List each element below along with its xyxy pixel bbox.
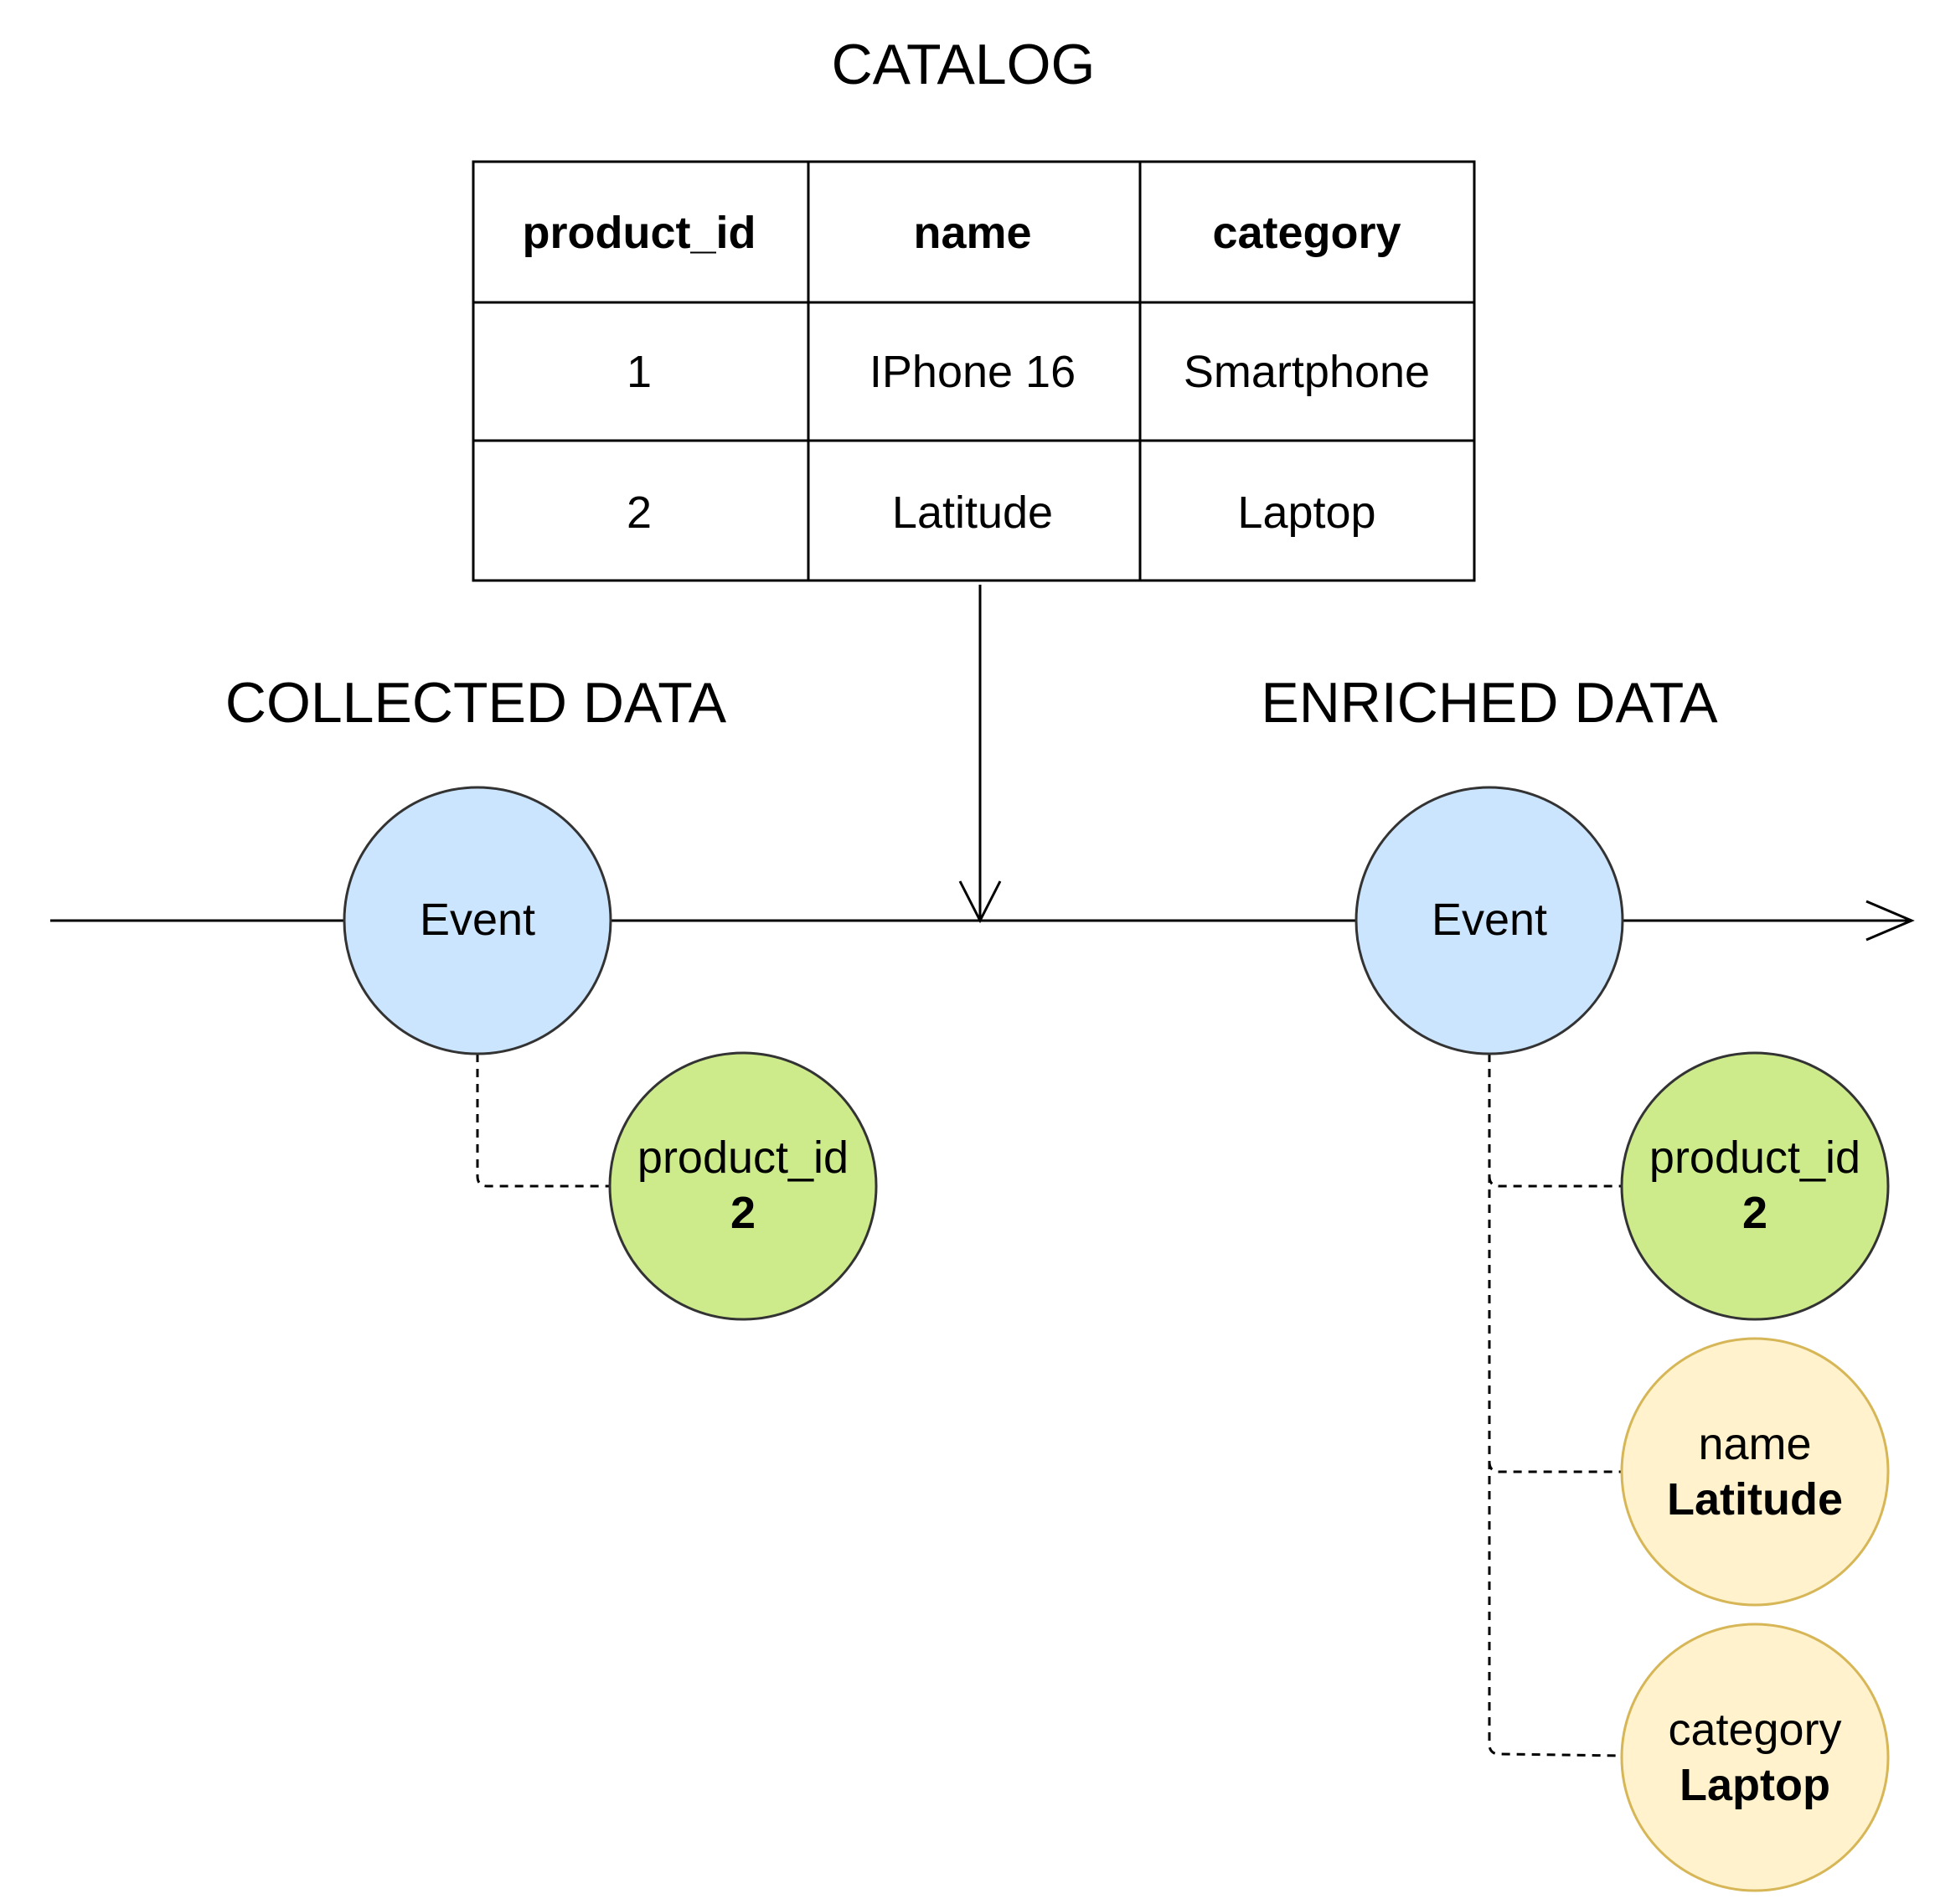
table-cell-row2-name: Latitude <box>892 488 1053 538</box>
collected-event-label: Event <box>420 895 535 945</box>
catalog-table: product_id name category 1 IPhone 16 Sma… <box>472 160 1476 582</box>
catalog-title: CATALOG <box>832 33 1096 96</box>
table-cell-row1-name: IPhone 16 <box>869 347 1076 397</box>
enriched-product-id-value: 2 <box>1742 1188 1767 1238</box>
enriched-category-value: Laptop <box>1680 1760 1830 1810</box>
enriched-trunk-connector <box>1488 1054 1622 1757</box>
enriched-name-value: Latitude <box>1667 1474 1843 1525</box>
collected-data-title: COLLECTED DATA <box>225 671 727 735</box>
enriched-event-node: Event <box>1354 786 1624 1055</box>
enriched-name-connector <box>1488 1461 1621 1473</box>
enriched-product-id-connector <box>1488 1175 1621 1188</box>
collected-attribute-connector <box>476 1054 610 1188</box>
collected-product-id-value: 2 <box>730 1188 756 1238</box>
enriched-data-title: ENRICHED DATA <box>1261 671 1718 735</box>
enriched-product-id-node: product_id 2 <box>1620 1051 1890 1321</box>
catalog-lookup-arrowhead <box>958 880 1002 924</box>
enriched-product-id-key: product_id <box>1649 1133 1860 1183</box>
table-cell-row1-product-id: 1 <box>627 347 652 397</box>
collected-event-node: Event <box>343 786 612 1055</box>
collected-product-id-node: product_id 2 <box>608 1051 878 1321</box>
table-cell-row2-category: Laptop <box>1237 488 1375 538</box>
table-header-product-id: product_id <box>523 208 756 258</box>
enriched-event-label: Event <box>1432 895 1547 945</box>
enriched-category-node: category Laptop <box>1620 1623 1890 1892</box>
stream-arrowhead <box>1865 900 1915 942</box>
collected-product-id-key: product_id <box>637 1133 849 1183</box>
table-header-name: name <box>913 208 1031 258</box>
table-cell-row2-product-id: 2 <box>627 488 652 538</box>
table-header-category: category <box>1212 208 1401 258</box>
enriched-name-key: name <box>1698 1419 1811 1469</box>
enriched-name-node: name Latitude <box>1620 1337 1890 1607</box>
table-cell-row1-category: Smartphone <box>1184 347 1430 397</box>
enriched-category-key: category <box>1668 1705 1841 1755</box>
